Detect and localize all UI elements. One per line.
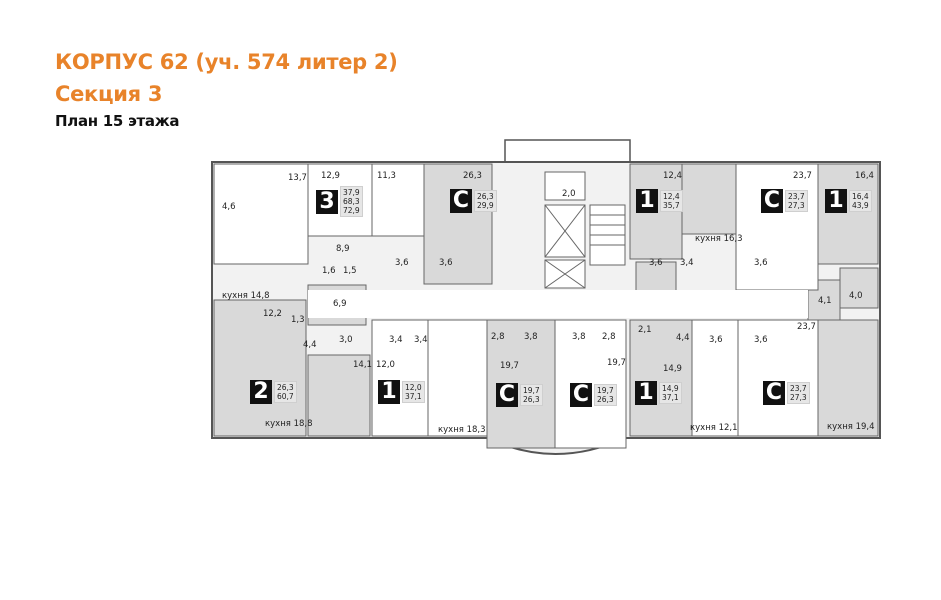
room-area-label: 23,7	[797, 322, 816, 332]
room-area-label: 3,6	[709, 335, 723, 345]
room-area-label: 4,4	[303, 340, 317, 350]
room-area-label: 3,6	[439, 258, 453, 268]
room-area-label: 3,8	[572, 332, 586, 342]
floor-title: План 15 этажа	[55, 112, 180, 130]
room-count: С	[763, 381, 785, 405]
room-area-label: 26,3	[463, 171, 482, 181]
room-area-label: 3,6	[649, 258, 663, 268]
room-area-label: 19,7	[500, 361, 519, 371]
room-area-label: 1,3	[291, 315, 305, 325]
room-area-label: кухня 18,8	[265, 419, 313, 429]
room-area-label: 4,1	[818, 296, 832, 306]
room-count: 1	[636, 189, 658, 213]
room-area-label: 16,4	[855, 171, 874, 181]
room-area-label: кухня 14,8	[222, 291, 270, 301]
room-area-label: 4,6	[222, 202, 236, 212]
room-count: 3	[316, 189, 338, 214]
room-area-label: 8,9	[336, 244, 350, 254]
room-area-label: 13,7	[288, 173, 307, 183]
room-area-label: 1,5	[343, 266, 357, 276]
room-area-label: 2,1	[638, 325, 652, 335]
room-area-label: 3,6	[395, 258, 409, 268]
room-count: 1	[825, 189, 847, 213]
room-area-label: 19,7	[607, 358, 626, 368]
room-area-label: 2,8	[491, 332, 505, 342]
room-area-label: 23,7	[793, 171, 812, 181]
room-area-label: 3,4	[680, 258, 694, 268]
room-area-label: 2,8	[602, 332, 616, 342]
room-count: 1	[635, 381, 657, 405]
room-count: С	[496, 383, 518, 407]
room-area-label: кухня 19,4	[827, 422, 875, 432]
room-area-label: 2,0	[562, 189, 576, 199]
room-count: С	[570, 383, 592, 407]
room-area-label: 14,9	[663, 364, 682, 374]
room-area-label: 12,2	[263, 309, 282, 319]
room-area-label: кухня 16,3	[695, 234, 743, 244]
room-area-label: 4,4	[676, 333, 690, 343]
room-area-label: 3,6	[754, 335, 768, 345]
room-area-label: 3,4	[389, 335, 403, 345]
room-area-label: 6,9	[333, 299, 347, 309]
room-count: С	[761, 189, 783, 213]
building-title: КОРПУС 62 (уч. 574 литер 2)	[55, 50, 398, 74]
room-area-label: 14,1	[353, 360, 372, 370]
room-area-label: 1,6	[322, 266, 336, 276]
room-area-label: 12,9	[321, 171, 340, 181]
room-area-label: 3,8	[524, 332, 538, 342]
room-area-label: 3,6	[754, 258, 768, 268]
room-area-label: 4,0	[849, 291, 863, 301]
room-area-label: 12,0	[376, 360, 395, 370]
room-area-label: 12,4	[663, 171, 682, 181]
room-area-label: 11,3	[377, 171, 396, 181]
room-area-label: 3,0	[339, 335, 353, 345]
room-count: С	[450, 189, 472, 213]
section-title: Секция 3	[55, 82, 163, 106]
room-area-label: кухня 12,1	[690, 423, 738, 433]
room-area-label: 3,4	[414, 335, 428, 345]
room-count: 1	[378, 380, 400, 404]
room-area-label: кухня 18,3	[438, 425, 486, 435]
room-count: 2	[250, 380, 272, 404]
